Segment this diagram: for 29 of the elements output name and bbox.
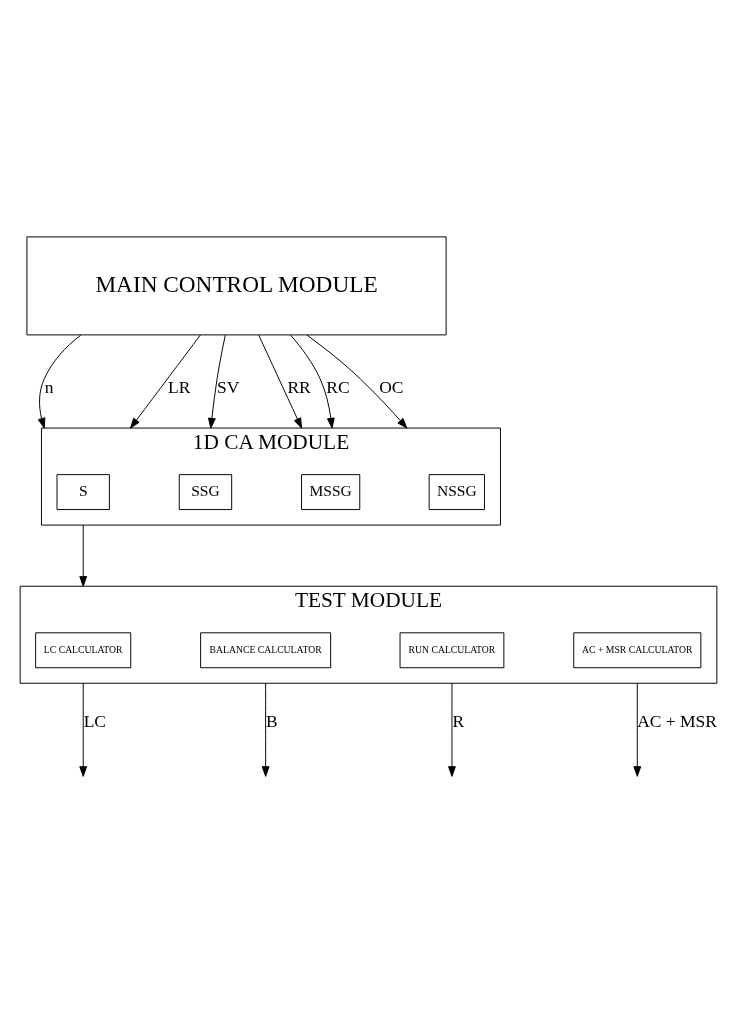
node-box: BALANCE CALCULATOR	[200, 632, 332, 669]
node-box: MAIN CONTROL MODULE	[26, 236, 447, 336]
edge-label: LR	[168, 376, 191, 397]
arrow	[633, 682, 642, 777]
node-box: MSSG	[301, 474, 361, 511]
arrow	[37, 334, 82, 429]
edge-label: RC	[326, 376, 350, 397]
edge-label: OC	[379, 376, 404, 397]
arrow	[261, 682, 270, 777]
node-box: SSG	[178, 474, 233, 511]
arrow	[79, 524, 88, 587]
edge-label: SV	[217, 376, 240, 397]
arrow	[306, 334, 408, 429]
node-box: S	[56, 474, 110, 511]
arrow	[79, 682, 88, 777]
edge-label: RR	[287, 376, 311, 397]
arrow	[448, 682, 456, 777]
edge-label: n	[44, 376, 54, 397]
node-box: RUN CALCULATOR	[399, 632, 505, 669]
edge-label: B	[266, 711, 278, 732]
arrow	[290, 334, 335, 429]
arrow	[130, 334, 201, 429]
edge-label: LC	[83, 711, 107, 732]
arrow	[258, 334, 303, 429]
arrow	[208, 334, 226, 429]
node-box: AC + MSR CALCULATOR	[573, 632, 702, 669]
edge-label: R	[452, 711, 465, 732]
node-box: LC CALCULATOR	[35, 632, 132, 669]
node-box: NSSG	[428, 474, 485, 511]
